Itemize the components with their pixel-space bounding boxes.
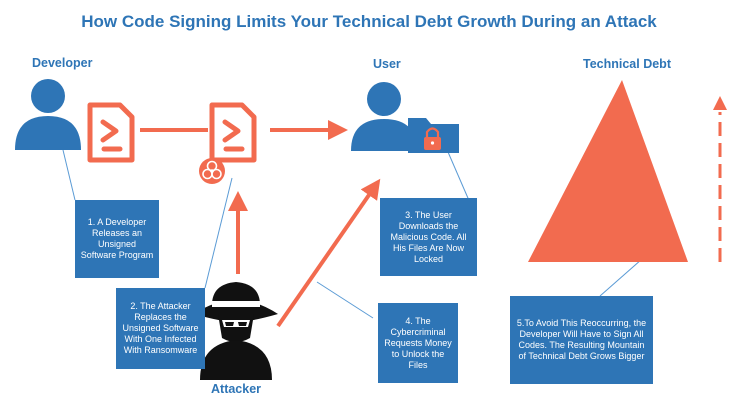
flow-arrows <box>140 120 381 328</box>
step-1-callout: 1. A Developer Releases an Unsigned Soft… <box>75 200 159 278</box>
callout-connectors <box>62 149 651 319</box>
step-5-callout: 5.To Avoid This Reoccurring, the Develop… <box>510 296 653 384</box>
step-2-callout: 2. The Attacker Replaces the Unsigned So… <box>116 288 205 369</box>
step-1-text: 1. A Developer Releases an Unsigned Soft… <box>80 217 154 260</box>
step-2-text: 2. The Attacker Replaces the Unsigned So… <box>122 301 199 355</box>
infected-file-icon <box>209 102 257 163</box>
diagram-title: How Code Signing Limits Your Technical D… <box>81 12 657 31</box>
growth-arrow <box>713 96 727 262</box>
biohazard-icon <box>199 158 225 184</box>
user-label: User <box>373 57 401 71</box>
technical-debt-label: Technical Debt <box>583 57 671 71</box>
attacker-label: Attacker <box>211 382 262 396</box>
step-3-text: 3. The User Downloads the Malicious Code… <box>390 209 467 264</box>
step-3-callout: 3. The User Downloads the Malicious Code… <box>380 198 477 276</box>
attacker-hacker-icon <box>194 282 278 380</box>
step-5-text: 5.To Avoid This Reoccurring, the Develop… <box>516 318 647 361</box>
developer-person-icon <box>15 79 81 150</box>
step-4-text: 4. The Cybercriminal Requests Money to U… <box>384 315 452 370</box>
locked-folder-icon <box>408 118 459 153</box>
technical-debt-mountain <box>528 80 688 262</box>
powershell-file-icon <box>87 102 135 163</box>
user-person-icon <box>351 82 417 151</box>
step-4-callout: 4. The Cybercriminal Requests Money to U… <box>378 303 458 383</box>
developer-label: Developer <box>32 56 93 70</box>
